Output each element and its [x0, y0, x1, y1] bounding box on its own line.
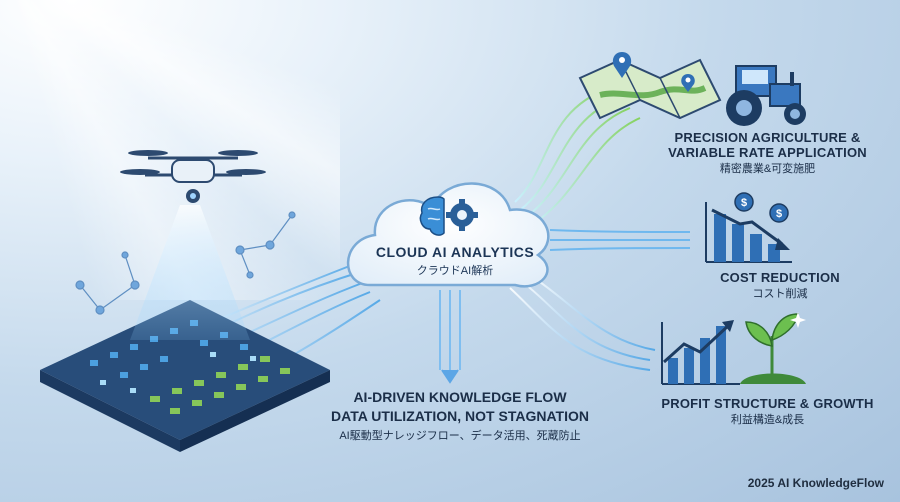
drone-scan-beam: [130, 205, 250, 340]
cloud-subtitle: クラウドAI解析: [416, 265, 494, 277]
cost-reduction-title: COST REDUCTION: [720, 270, 840, 285]
credit-text: 2025 AI KnowledgeFlow: [747, 476, 884, 490]
precision-agriculture-label: PRECISION AGRICULTURE & VARIABLE RATE AP…: [655, 130, 880, 176]
profit-growth-jp: 利益構造&成長: [730, 414, 805, 426]
drone-icon: [120, 150, 266, 203]
map-icon: [578, 58, 722, 120]
dollar-coin-icon: $ $: [734, 192, 789, 223]
profit-growth-title: PROFIT STRUCTURE & GROWTH: [661, 396, 874, 411]
cloud-shape: [346, 182, 550, 288]
precision-jp: 精密農業&可変施肥: [719, 163, 816, 175]
precision-title-line1: PRECISION AGRICULTURE &: [674, 130, 861, 145]
data-flow-to-knowledge: [439, 290, 461, 384]
precision-title-line2: VARIABLE RATE APPLICATION: [668, 145, 867, 160]
cloud-title: CLOUD AI ANALYTICS: [375, 244, 535, 260]
knowledge-flow-line2: DATA UTILIZATION, NOT STAGNATION: [331, 408, 589, 424]
data-flow-to-cost-reduction: [549, 229, 691, 251]
cloud-ai-analytics-label: CLOUD AI ANALYTICS クラウドAI解析: [360, 244, 550, 278]
tractor-icon: [726, 65, 806, 126]
data-flow-to-profit-growth: [509, 274, 656, 371]
location-pin-icon: [612, 52, 695, 92]
knowledge-flow-label: AI-DRIVEN KNOWLEDGE FLOW DATA UTILIZATIO…: [300, 388, 620, 444]
sprout-icon: [740, 312, 806, 384]
cost-reduction-jp: コスト削減: [752, 288, 808, 300]
brain-gear-icon: [419, 196, 478, 236]
knowledge-flow-line3: AI駆動型ナレッジフロー、データ活用、死蔵防止: [339, 430, 581, 442]
growth-chart-icon: [661, 320, 740, 385]
knowledge-flow-line1: AI-DRIVEN KNOWLEDGE FLOW: [353, 389, 567, 405]
pixel-crop-field: [40, 300, 330, 452]
data-network-nodes: [75, 211, 296, 315]
svg-text:$: $: [776, 208, 782, 220]
declining-cost-chart-icon: [705, 202, 792, 263]
cost-reduction-label: COST REDUCTION コスト削減: [680, 270, 880, 301]
svg-text:$: $: [741, 197, 747, 209]
profit-growth-label: PROFIT STRUCTURE & GROWTH 利益構造&成長: [655, 396, 880, 427]
